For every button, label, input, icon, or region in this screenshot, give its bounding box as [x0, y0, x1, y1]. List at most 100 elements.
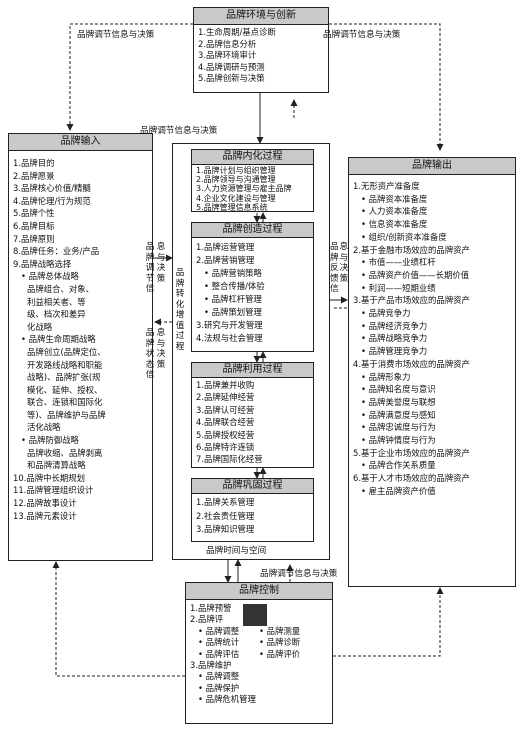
control-right-column: • 品牌测量• 品牌诊断• 品牌评价 — [259, 626, 328, 660]
list-item: • 品牌资本准备度 — [361, 193, 428, 204]
list-item: • 品牌总体战略 — [21, 271, 79, 282]
list-item: • 品牌忠诚度与行为 — [361, 422, 436, 433]
list-item: • 品牌钟情度与行为 — [361, 435, 436, 446]
list-item: • 品牌管理竞争力 — [361, 346, 428, 357]
list-item: 1.品牌关系管理 — [196, 497, 255, 507]
list-item: 8.品牌任务：业务/产品 — [13, 246, 100, 257]
list-item: 6.品牌特许连锁 — [196, 442, 255, 453]
list-item: • 品牌资产价值——长期价值 — [361, 269, 470, 280]
redaction-block — [243, 604, 267, 626]
list-item: 4.基于消费市场效应的品牌资产 — [353, 358, 470, 369]
list-item: • 雇主品牌资产价值 — [361, 485, 436, 496]
list-item: 3.品牌核心价值/精髓 — [13, 183, 91, 194]
list-item: • 品牌合作关系质量 — [361, 460, 436, 471]
brand-output-list: 1.无形资产准备度 • 品牌资本准备度 • 人力资本准备度 • 信息资本准备度• 组织… — [349, 175, 515, 500]
list-item: 级、档次和差异 — [27, 309, 86, 320]
list-item: • 品牌调整 — [198, 671, 240, 682]
list-item: 5.品牌管理信息系统 — [196, 202, 268, 212]
list-item: • 品牌美誉度与联想 — [361, 396, 436, 407]
list-item: • 品牌调整 — [198, 625, 240, 636]
control-left-column: • 品牌调整• 品牌统计• 品牌评估 — [190, 626, 259, 660]
list-item: • 品牌满意度与感知 — [361, 409, 436, 420]
list-item: 品牌创立(品牌定位、 — [27, 346, 106, 357]
list-item: • 品牌知名度与意识 — [361, 384, 436, 395]
list-item: 1.品牌计划与组织管理 — [196, 166, 276, 175]
list-item: 3.人力资源管理与雇主品牌 — [196, 184, 292, 194]
brand-process-container — [172, 143, 330, 560]
list-item: • 品牌杠杆管理 — [204, 294, 262, 304]
list-item: 1.无形资产准备度 — [353, 181, 420, 191]
list-item: • 品牌竞争力 — [361, 308, 411, 319]
list-item: 2.基于金融市场效应的品牌资产 — [353, 244, 470, 255]
list-item: 开发路线战略和职能 — [27, 359, 103, 370]
list-item: • 品牌防御战略 — [21, 435, 79, 446]
brand-output-title: 品牌输出 — [349, 158, 515, 175]
list-item: 5.品牌个性 — [13, 208, 55, 219]
list-item: 1.品牌目的 — [13, 158, 55, 168]
list-item: 2.品牌领导与沟通管理 — [196, 175, 276, 185]
label-bottom-mid: 品牌调节信息与决策 — [260, 569, 338, 579]
list-item: 5.品牌授权经营 — [196, 429, 255, 440]
list-item: • 品牌诊断 — [259, 637, 301, 648]
vertical-label-column: 息 与 决 策 — [339, 242, 349, 284]
list-item: 活化战略 — [27, 422, 61, 433]
list-item: 3.品牌认可经营 — [196, 404, 255, 415]
list-item: • 信息资本准备度 — [361, 219, 428, 230]
list-item: 4.品牌伦理/行为规范 — [13, 195, 91, 206]
label-left-status: 品 牌 状 态 信息 与 决 策 — [145, 328, 173, 381]
brand-input-title: 品牌输入 — [9, 134, 152, 151]
list-item: 5.品牌创新与决策 — [198, 73, 265, 83]
list-item: 2.品牌延伸经营 — [196, 392, 255, 403]
list-item: • 人力资本准备度 — [361, 206, 428, 217]
brand-creation-title: 品牌创造过程 — [192, 223, 313, 238]
list-item: 品牌收缩、品牌剥离 — [27, 447, 103, 458]
list-item: 7.品牌原则 — [13, 233, 55, 244]
list-item: 10.品牌中长期规划 — [13, 472, 85, 483]
label-time-space: 品牌时间与空间 — [206, 546, 267, 556]
list-item: 4.品牌联合经营 — [196, 417, 255, 428]
label-left-adjust: 品 牌 调 节 信息 与 决 策 — [145, 242, 173, 295]
list-item: 12.品牌故事设计 — [13, 498, 77, 509]
list-item: • 品牌经济竞争力 — [361, 320, 428, 331]
list-item: • 品牌评估 — [198, 648, 240, 659]
control-maintenance-list: • 品牌调整• 品牌保护• 品牌危机管理 — [190, 671, 328, 705]
list-item: 6.品牌目标 — [13, 220, 55, 231]
list-item: • 组织/创新资本准备度 — [361, 231, 447, 242]
list-item: 7.品牌国际化经营 — [196, 454, 263, 465]
label-right-feedback: 品 牌 反 馈 信息 与 决 策 — [330, 242, 348, 295]
control-item-warning: 1.品牌预警 — [190, 603, 232, 613]
list-item: 利益相关者、等 — [27, 296, 86, 307]
list-item: • 品牌策划管理 — [204, 307, 262, 317]
list-item: 4.品牌调研与预测 — [198, 61, 265, 72]
brand-utilization-title: 品牌利用过程 — [192, 363, 313, 378]
list-item: • 品牌危机管理 — [198, 694, 256, 705]
label-top-right: 品牌调节信息与决策 — [323, 30, 401, 40]
list-item: 2.品牌营销管理 — [196, 255, 255, 265]
brand-control-title: 品牌控制 — [186, 583, 332, 600]
list-item: 4.企业文化建设与管理 — [196, 193, 276, 203]
list-item: 品牌组合、对象、 — [27, 283, 94, 294]
brand-consolidation-title: 品牌巩固过程 — [192, 479, 313, 494]
list-item: 4.法规与社会管理 — [196, 333, 263, 343]
list-item: • 品牌统计 — [198, 637, 240, 648]
list-item: • 品牌保护 — [198, 682, 240, 693]
list-item: 3.品牌环境审计 — [198, 50, 257, 60]
list-item: 1.品牌兼并收购 — [196, 380, 255, 390]
list-item: 5.基于企业市场效应的品牌资产 — [353, 447, 470, 458]
list-item: 和品牌清算战略 — [27, 460, 86, 471]
control-evaluation-columns: • 品牌调整• 品牌统计• 品牌评估 • 品牌测量• 品牌诊断• 品牌评价 — [190, 626, 328, 660]
list-item: • 市值——业绩杠杆 — [361, 257, 436, 268]
list-item: 2.品牌信息分析 — [198, 38, 257, 49]
list-item: • 品牌形象力 — [361, 371, 411, 382]
brand-internalization-title: 品牌内化过程 — [192, 150, 313, 165]
